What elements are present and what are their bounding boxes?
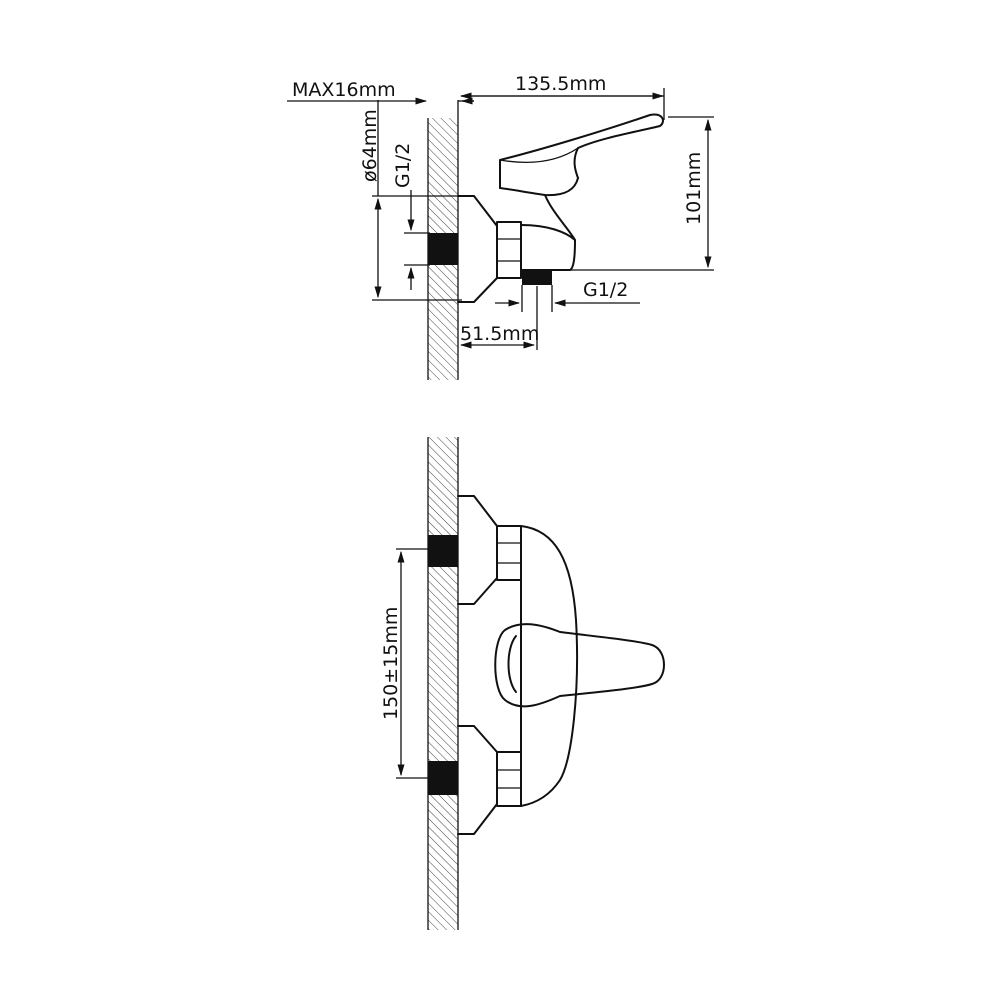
side-outlet [522, 270, 552, 285]
dim-outlet-offset-label: 51.5mm [460, 323, 539, 345]
front-lever [494, 623, 665, 708]
front-lower-nut [496, 751, 522, 807]
dim-total-reach-label: 135.5mm [515, 73, 606, 95]
dim-flange-diameter-label: ø64mm [359, 109, 381, 182]
dim-max-depth-label: MAX16mm [292, 79, 396, 101]
side-inlet-pipe [428, 233, 458, 265]
side-view: MAX16mm 135.5mm ø64mm G1/2 [287, 73, 714, 380]
dim-max-depth: MAX16mm [287, 79, 474, 105]
front-upper-nut [496, 525, 522, 581]
dim-outlet-thread-label: G1/2 [583, 279, 628, 301]
dim-inlet-thread: G1/2 [392, 143, 430, 290]
dim-flange-diameter: ø64mm [359, 100, 462, 301]
dim-total-reach: 135.5mm [459, 73, 665, 120]
dim-inlet-spacing-label: 150±15mm [380, 607, 402, 720]
front-view: 150±15mm [380, 437, 665, 930]
side-body [520, 224, 576, 271]
dim-outlet-offset: 51.5mm [459, 286, 539, 350]
side-handle [499, 113, 664, 189]
dim-outlet-thread: G1/2 [495, 279, 640, 312]
front-lower-flange [457, 725, 498, 835]
front-upper-flange [457, 495, 498, 605]
dim-inlet-thread-label: G1/2 [392, 143, 414, 188]
dim-inlet-spacing: 150±15mm [380, 548, 430, 779]
front-upper-inlet-pipe [428, 535, 458, 567]
dim-height-label: 101mm [683, 152, 705, 225]
front-lower-inlet-pipe [428, 761, 458, 795]
side-flange [457, 195, 498, 303]
dim-height: 101mm [555, 116, 714, 271]
front-body [520, 525, 579, 807]
front-wall [427, 437, 459, 930]
side-nut [496, 221, 522, 279]
